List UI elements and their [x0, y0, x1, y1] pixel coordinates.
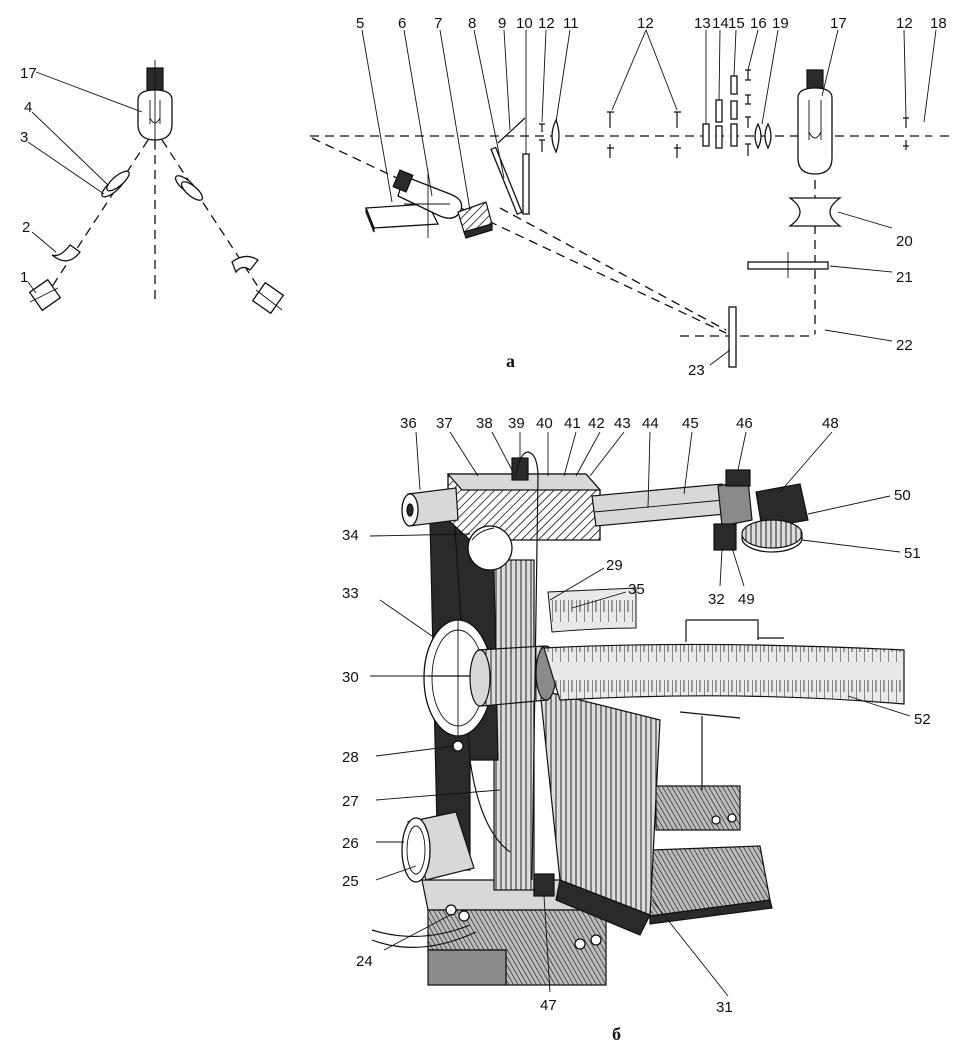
label-32: 32: [708, 591, 725, 608]
label-28: 28: [342, 749, 359, 766]
label-2: 2: [22, 219, 30, 236]
specimen-holder: [655, 619, 784, 831]
column-27: [493, 559, 535, 891]
label-35: 35: [628, 581, 645, 598]
guide-bar: [591, 483, 727, 527]
lens-11: [551, 118, 560, 154]
label-20: 20: [896, 233, 913, 250]
label-26: 26: [342, 835, 359, 852]
label-45: 45: [682, 415, 699, 432]
label-42: 42: [588, 415, 605, 432]
lens-19: [754, 122, 772, 150]
lens-3-4-left: [101, 170, 130, 198]
knob-47[interactable]: [533, 873, 555, 897]
label-7: 7: [434, 15, 442, 32]
plate-8: [490, 146, 523, 216]
label-12-b: 12: [637, 15, 654, 32]
plate-23: [728, 306, 737, 368]
label-13: 13: [694, 15, 711, 32]
label-49: 49: [738, 591, 755, 608]
label-43: 43: [614, 415, 631, 432]
objective-1-left: [28, 278, 62, 312]
label-52: 52: [914, 711, 931, 728]
optical-scheme-a: 5 6 7 8 9 10 12 11 12 13 14 15 16 19 17 …: [310, 15, 955, 379]
label-12-a: 12: [538, 15, 555, 32]
label-23: 23: [688, 362, 705, 379]
label-10: 10: [516, 15, 533, 32]
label-22: 22: [896, 337, 913, 354]
caption-b: б: [612, 1024, 621, 1044]
base: [421, 845, 773, 986]
lens-20: [787, 197, 843, 227]
label-14: 14: [712, 15, 729, 32]
label-30: 30: [342, 669, 359, 686]
label-21: 21: [896, 269, 913, 286]
ray-left: [39, 139, 149, 306]
label-17: 17: [830, 15, 847, 32]
label-50: 50: [894, 487, 911, 504]
label-31: 31: [716, 999, 733, 1016]
lens-3-4-right: [174, 175, 204, 201]
apparatus-b: 36 37 38 39 40 41 42 43 44 45 46 48 50 5…: [342, 415, 931, 1044]
label-48: 48: [822, 415, 839, 432]
label-34: 34: [342, 527, 359, 544]
lamp-17-small: [137, 60, 173, 150]
label-19: 19: [772, 15, 789, 32]
condenser-2-right: [231, 255, 259, 274]
label-36: 36: [400, 415, 417, 432]
label-17-small: 17: [20, 65, 37, 82]
left-scheme: 17 4 3 2 1: [20, 60, 285, 315]
label-25: 25: [342, 873, 359, 890]
objective-1-right: [251, 281, 285, 315]
ball-34: [467, 525, 513, 571]
condenser-2-left: [51, 244, 81, 262]
eyepiece-head: [713, 469, 809, 553]
label-41: 41: [564, 415, 581, 432]
knob-32[interactable]: [713, 523, 737, 551]
label-5: 5: [356, 15, 364, 32]
label-33: 33: [342, 585, 359, 602]
label-3: 3: [20, 129, 28, 146]
label-16: 16: [750, 15, 767, 32]
scale-52: [543, 643, 905, 705]
label-1: 1: [20, 269, 28, 286]
objective-26[interactable]: [401, 811, 475, 883]
label-47: 47: [540, 997, 557, 1014]
caption-a: а: [506, 351, 515, 371]
element-6-lamp: [392, 169, 463, 238]
label-11: 11: [563, 15, 579, 32]
label-6: 6: [398, 15, 406, 32]
label-15: 15: [728, 15, 745, 32]
label-39: 39: [508, 415, 525, 432]
label-37: 37: [436, 415, 453, 432]
label-38: 38: [476, 415, 493, 432]
label-8: 8: [468, 15, 476, 32]
label-29: 29: [606, 557, 623, 574]
element-7-prism: [457, 201, 493, 239]
label-4: 4: [24, 99, 32, 116]
knob-36[interactable]: [401, 487, 459, 527]
label-40: 40: [536, 415, 553, 432]
lamp-17: [797, 69, 833, 175]
ray-right: [161, 139, 271, 306]
plate-9: [497, 117, 526, 144]
label-24: 24: [356, 953, 373, 970]
drum[interactable]: [469, 645, 557, 707]
plate-10: [522, 153, 530, 215]
label-51: 51: [904, 545, 921, 562]
label-18: 18: [930, 15, 947, 32]
label-27: 27: [342, 793, 359, 810]
label-9: 9: [498, 15, 506, 32]
knob-46[interactable]: [725, 469, 751, 487]
label-12-c: 12: [896, 15, 913, 32]
label-44: 44: [642, 415, 659, 432]
label-46: 46: [736, 415, 753, 432]
elements-13-14-15: [702, 75, 738, 149]
